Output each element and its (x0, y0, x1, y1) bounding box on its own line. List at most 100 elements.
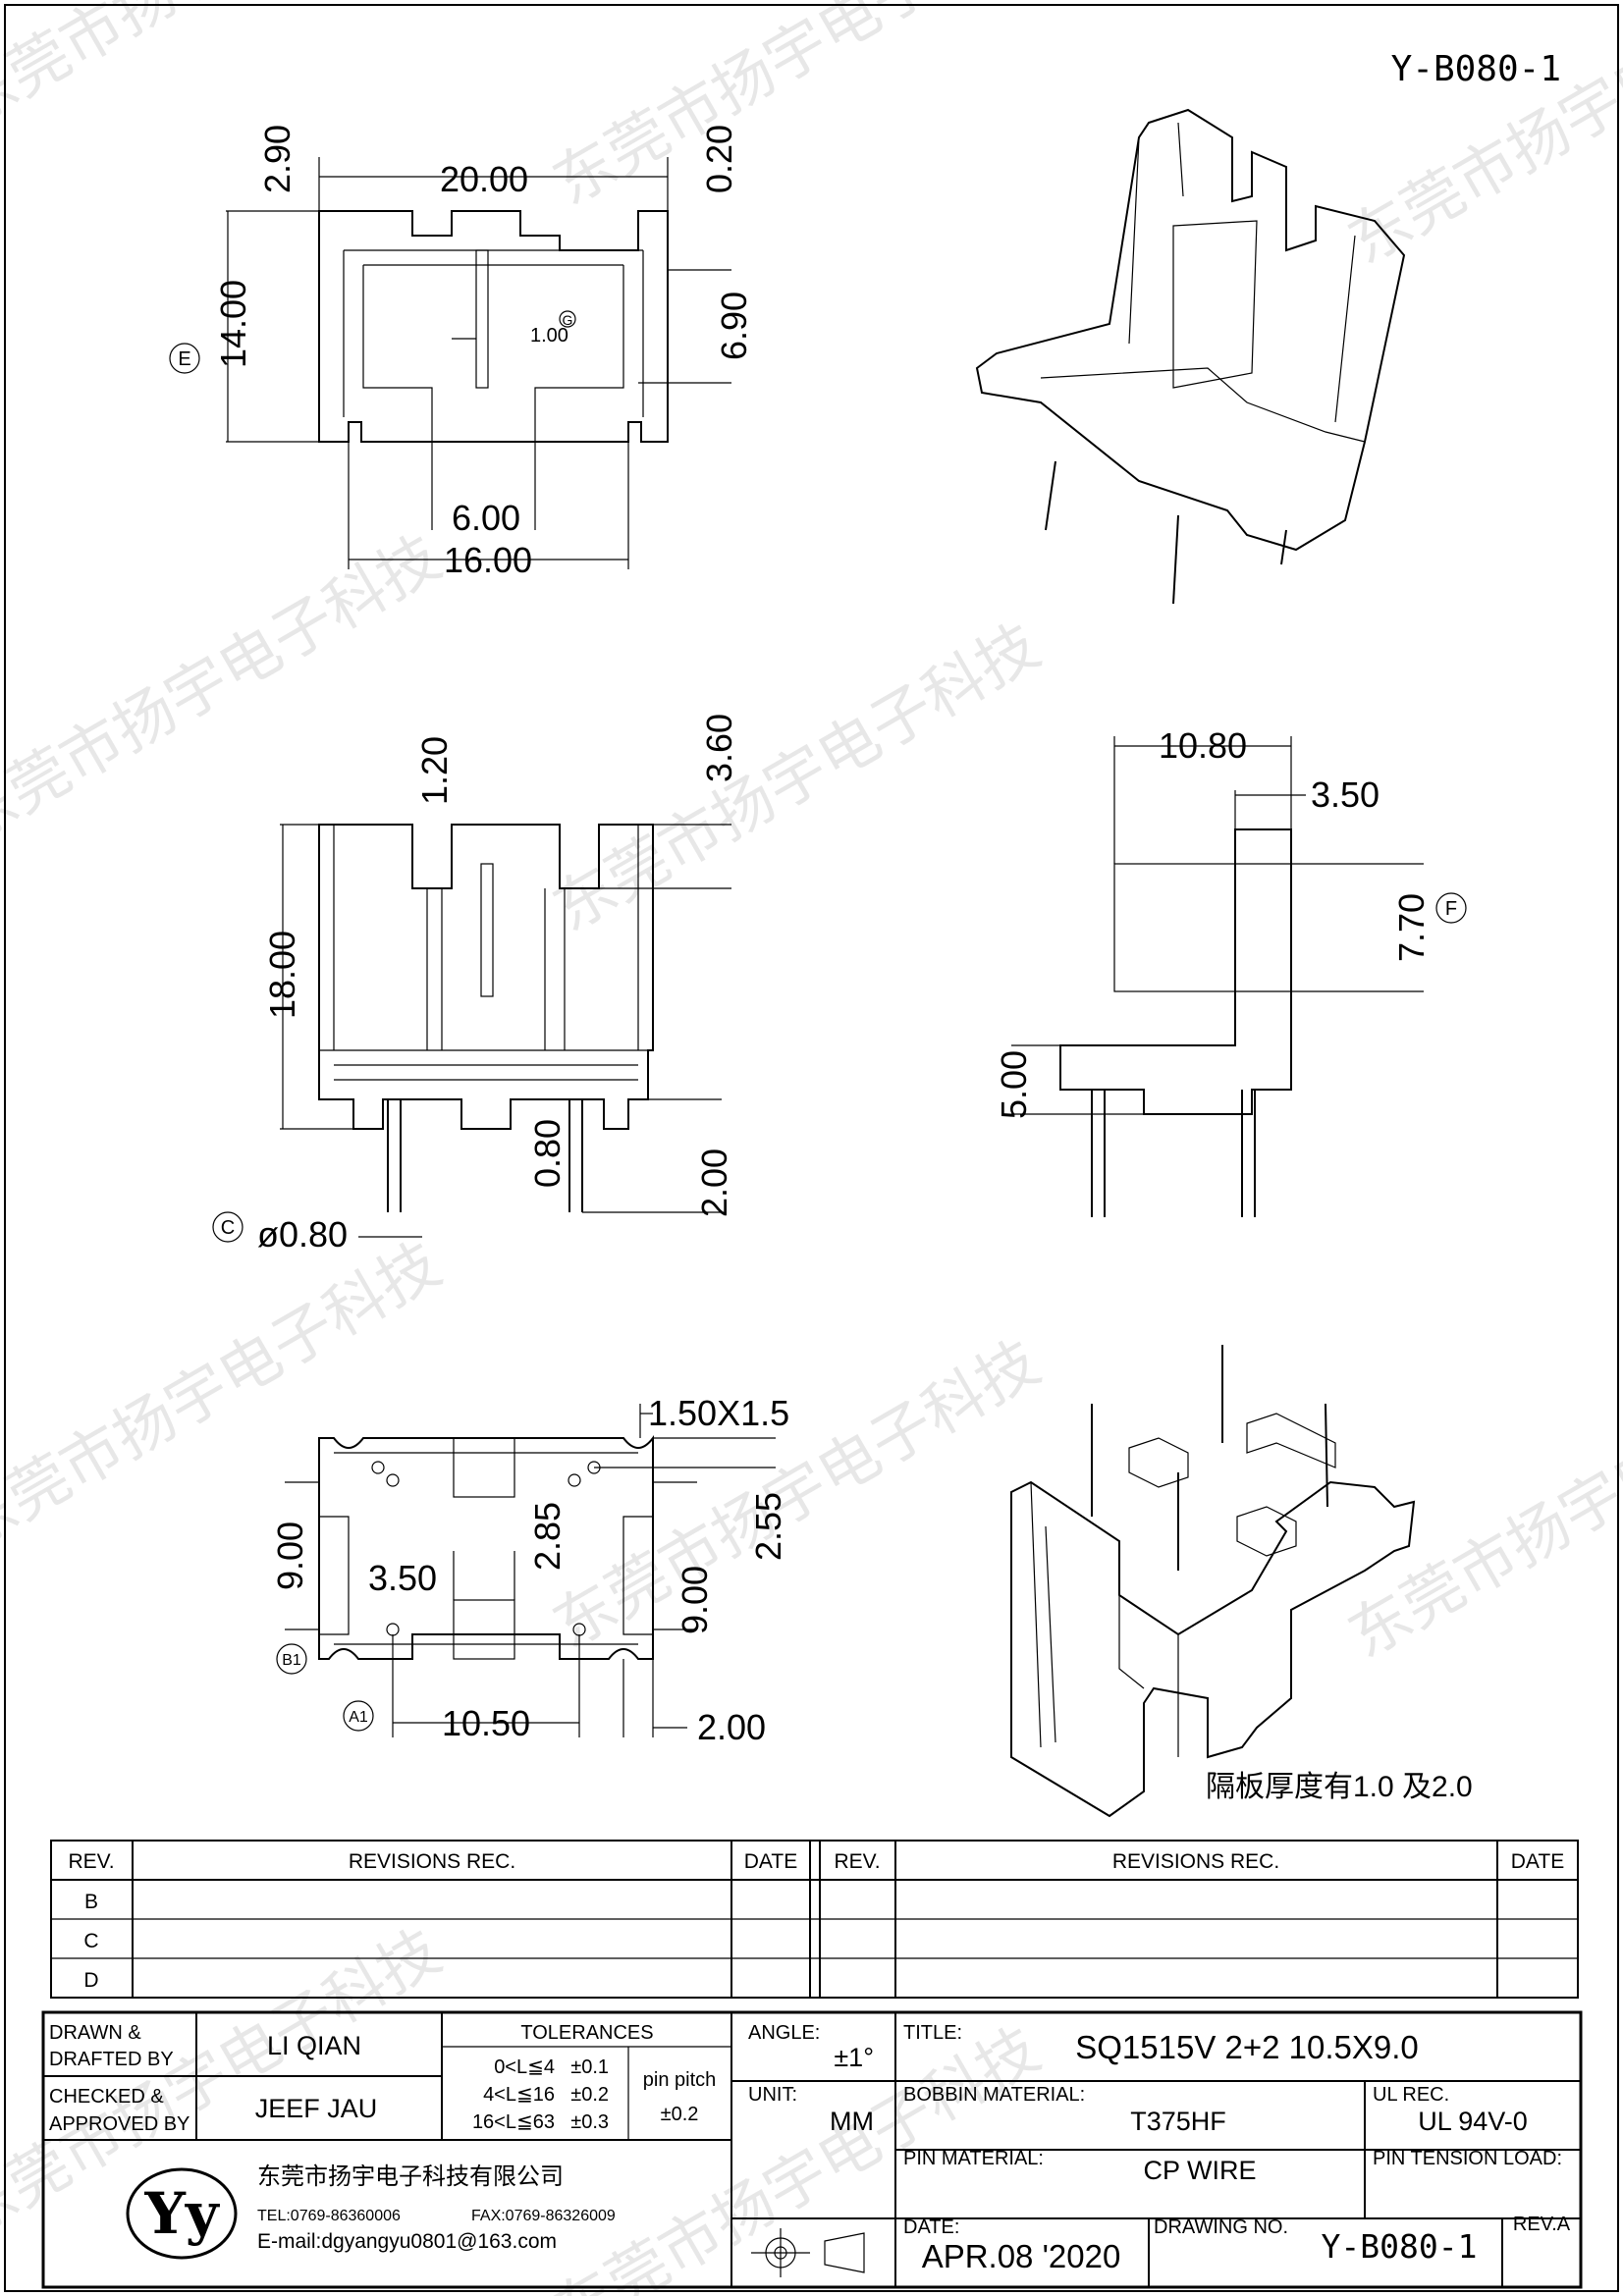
dwg-label: DRAWING NO. (1154, 2216, 1288, 2238)
watermark-text: 东莞市扬宇电子科技 (541, 610, 1052, 945)
tol-title: TOLERANCES (520, 2022, 653, 2044)
iso-top-inner (1040, 122, 1366, 443)
dim-hole: 2.85 (527, 1502, 568, 1571)
pin-mat-label: PIN MATERIAL: (903, 2148, 1044, 2169)
dim-base: 16.00 (444, 540, 532, 580)
pin-mat-value: CP WIRE (1143, 2156, 1256, 2185)
watermark-text: 东莞市扬宇电子科技 (541, 0, 1052, 219)
dim-height: 14.00 (213, 280, 253, 368)
dim-pitch-y: 9.00 (270, 1522, 310, 1590)
iso-view-bottom: 隔板厚度有1.0 及2.0 (1010, 1345, 1473, 1818)
datum-a1-marker (343, 1700, 374, 1732)
bobbin-label: BOBBIN MATERIAL: (903, 2084, 1085, 2106)
tol-range-1: 0<L≦4 (494, 2056, 555, 2078)
title-block: DRAWN & DRAFTED BY LI QIAN CHECKED & APP… (41, 2010, 1583, 2289)
dim-pin-w: 0.80 (527, 1119, 568, 1188)
company-logo-icon: Yy (126, 2167, 238, 2260)
dim-top-margin: 3.60 (699, 714, 739, 782)
title-value: SQ1515V 2+2 10.5X9.0 (1075, 2029, 1419, 2065)
drawing-code: Y-B080-1 (1391, 49, 1561, 89)
unit-value: MM (830, 2107, 874, 2136)
pin-tension-label: PIN TENSION LOAD: (1373, 2148, 1562, 2169)
svg-text:Yy: Yy (143, 2180, 220, 2247)
pin-pitch-tol: ±0.2 (661, 2104, 699, 2125)
company-name: 东莞市扬宇电子科技有限公司 (257, 2163, 564, 2190)
dim-front-height: 18.00 (262, 931, 302, 1019)
dim-right-margin: 0.20 (699, 125, 739, 193)
checked-label-1: CHECKED & (49, 2086, 164, 2108)
dim-wall: 3.50 (1311, 774, 1380, 815)
rev-header-left: REV. (68, 1850, 114, 1873)
dim-slot: 6.90 (714, 292, 754, 360)
datum-f: F (1445, 898, 1457, 920)
bottom-boss-bottom (453, 1599, 515, 1660)
datum-f-marker (1435, 892, 1467, 924)
dim-end: 2.00 (697, 1707, 766, 1747)
bobbin-value: T375HF (1130, 2107, 1226, 2136)
datum-a1: A1 (349, 1709, 368, 1726)
datum-c: C (221, 1217, 235, 1239)
watermark-text: 东莞市扬宇电子科技 (0, 1915, 453, 2251)
drawn-label-1: DRAWN & (49, 2022, 141, 2044)
dim-pitch-y2: 9.00 (675, 1566, 715, 1634)
company-email: E-mail:dgyangyu0801@163.com (257, 2230, 557, 2253)
dim-left-margin: 2.90 (257, 125, 298, 193)
title-label: TITLE: (903, 2022, 962, 2044)
ul-value: UL 94V-0 (1418, 2107, 1528, 2136)
projection-symbol-icon (751, 2228, 865, 2277)
dim-pin-dia: ø0.80 (257, 1214, 348, 1255)
iso-top-outline (975, 108, 1406, 552)
bottom-view: 1.50X1.5 9.00 B1 3.50 2.85 2.55 9.00 A1 … (270, 1393, 789, 1747)
sheet-border (4, 4, 1619, 2292)
tol-val-3: ±0.3 (570, 2111, 609, 2133)
dim-edge: 2.55 (748, 1492, 788, 1561)
dim-plate-h: 7.70 (1391, 893, 1432, 962)
date-header-right: DATE (1511, 1850, 1564, 1873)
watermark-text: 东莞市扬宇电子科技 (1336, 0, 1623, 278)
dim-base-h: 5.00 (994, 1050, 1034, 1119)
ul-label: UL REC. (1373, 2084, 1449, 2106)
drawn-label-2: DRAFTED BY (49, 2049, 174, 2070)
bottom-boss-top (453, 1437, 515, 1498)
datum-e-marker (169, 343, 200, 374)
top-web (475, 249, 489, 389)
date-header-left: DATE (744, 1850, 797, 1873)
rev-header-right: REV. (834, 1850, 880, 1873)
tol-val-2: ±0.2 (570, 2084, 609, 2106)
revision-table: REV. REVISIONS REC. DATE REV. REVISIONS … (50, 1840, 1579, 1999)
front-web (480, 863, 494, 997)
front-view: 18.00 1.20 3.60 0.80 2.00 C ø0.80 (212, 714, 739, 1255)
side-view: 10.80 3.50 7.70 F 5.00 (994, 725, 1467, 1217)
datum-b1: B1 (282, 1652, 301, 1669)
dim-pitch-x2: 10.50 (442, 1703, 530, 1743)
dwg-value: Y-B080-1 (1322, 2227, 1478, 2266)
rev-row-c: C (83, 1930, 98, 1952)
pin-pitch-label: pin pitch (643, 2069, 717, 2091)
dim-width: 20.00 (440, 159, 528, 199)
iso-bottom-inner (1030, 1481, 1179, 1757)
datum-b1-marker (276, 1643, 307, 1675)
top-view: 1.00 G 20.00 14.00 2.90 E 0.20 6.90 6.00… (169, 125, 754, 580)
watermark-text: 东莞市扬宇电子科技 (0, 1228, 453, 1564)
datum-g: G (563, 312, 573, 328)
bottom-outline (318, 1435, 654, 1660)
rev-row-d: D (83, 1969, 98, 1992)
angle-value: ±1° (834, 2043, 874, 2072)
angle-label: ANGLE: (748, 2022, 820, 2044)
dim-pin-len: 2.00 (694, 1148, 734, 1217)
dim-notch: 1.50X1.5 (648, 1393, 789, 1433)
watermark-text: 东莞市扬宇电子科技 (541, 1326, 1052, 1662)
checked-label-2: APPROVED BY (49, 2113, 189, 2135)
tol-range-3: 16<L≦63 (472, 2111, 555, 2133)
dim-gap: 6.00 (452, 498, 520, 538)
front-inner (319, 825, 653, 1081)
dim-slot-w: 1.20 (414, 736, 455, 805)
dim-depth: 10.80 (1159, 725, 1247, 766)
dim-web: 1.00 (530, 325, 568, 347)
iso-bottom-outline (1010, 1480, 1416, 1818)
unit-label: UNIT: (748, 2084, 797, 2106)
iso-view-top (975, 108, 1406, 605)
watermark-text: 东莞市扬宇电子科技 (0, 521, 453, 857)
date-value: APR.08 '2020 (922, 2238, 1121, 2274)
